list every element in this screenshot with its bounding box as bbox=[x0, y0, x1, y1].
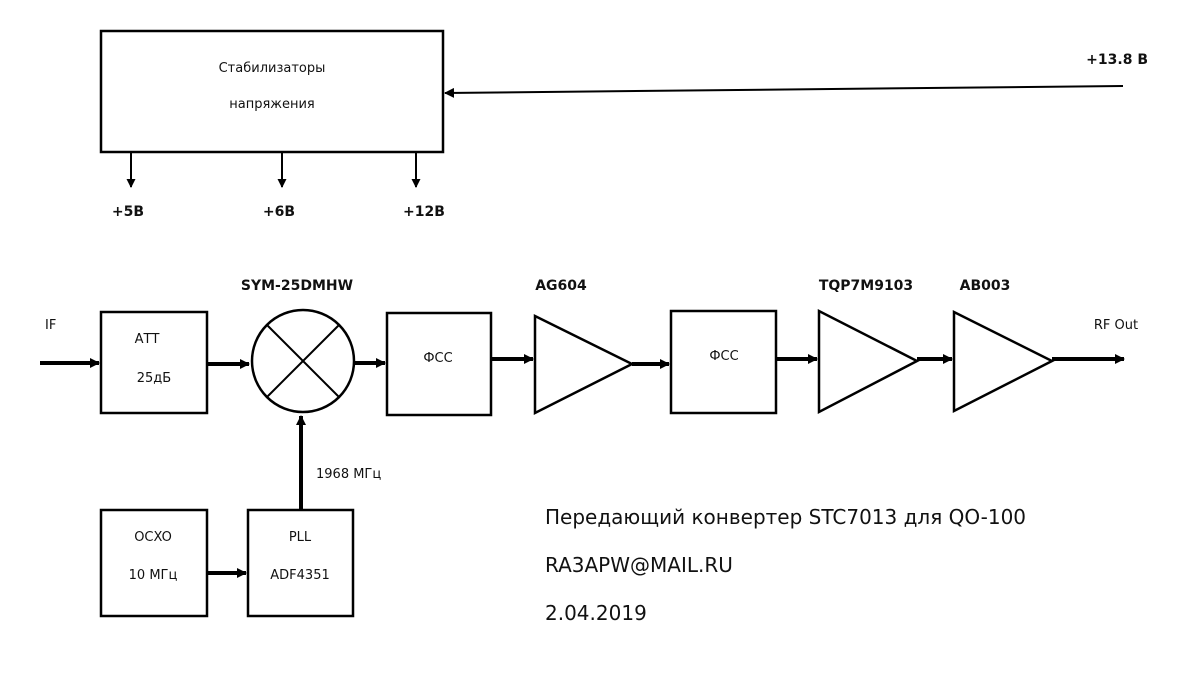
ocxo-box bbox=[99, 508, 209, 618]
attenuator-box bbox=[99, 310, 209, 415]
stabilizer-label-line2: напряжения bbox=[229, 97, 315, 112]
mixer-label: SYM-25DMHW bbox=[241, 278, 353, 294]
filter2-box bbox=[669, 309, 778, 415]
ocxo-label: OCXO bbox=[134, 530, 172, 545]
rf-output-label: RF Out bbox=[1094, 318, 1138, 333]
amp1-label: AG604 bbox=[535, 278, 587, 294]
amp2-label: TQP7M9103 bbox=[819, 278, 913, 294]
mixer-symbol bbox=[250, 308, 356, 414]
lo-frequency-label: 1968 МГц bbox=[316, 467, 381, 482]
caption-email: RA3APW@MAIL.RU bbox=[545, 553, 733, 577]
filter2-label: ФСС bbox=[709, 349, 738, 364]
caption-date: 2.04.2019 bbox=[545, 601, 647, 625]
pll-box bbox=[246, 508, 355, 618]
pll-chip: ADF4351 bbox=[270, 568, 329, 583]
stabilizer-box bbox=[99, 29, 445, 154]
stabilizer-label-line1: Стабилизаторы bbox=[219, 61, 326, 76]
amp3-label: AB003 bbox=[960, 278, 1011, 294]
ocxo-frequency: 10 МГц bbox=[129, 568, 178, 583]
power-input-arrow bbox=[444, 85, 1124, 98]
filter1-box bbox=[385, 311, 493, 417]
attenuator-label: АТТ bbox=[135, 332, 160, 347]
if-input-label: IF bbox=[45, 318, 56, 333]
output-voltage-12v: +12В bbox=[403, 204, 445, 220]
output-voltage-5v: +5В bbox=[112, 204, 144, 220]
filter1-label: ФСС bbox=[423, 351, 452, 366]
attenuator-value: 25дБ bbox=[137, 371, 171, 386]
pll-label: PLL bbox=[289, 530, 312, 545]
output-voltage-6v: +6В bbox=[263, 204, 295, 220]
amp2-triangle bbox=[817, 308, 920, 415]
amp1-triangle bbox=[533, 313, 635, 416]
amp3-triangle bbox=[952, 309, 1055, 414]
power-input-voltage: +13.8 В bbox=[1086, 52, 1148, 68]
caption-title: Передающий конвертер STC7013 для QO-100 bbox=[545, 505, 1026, 529]
